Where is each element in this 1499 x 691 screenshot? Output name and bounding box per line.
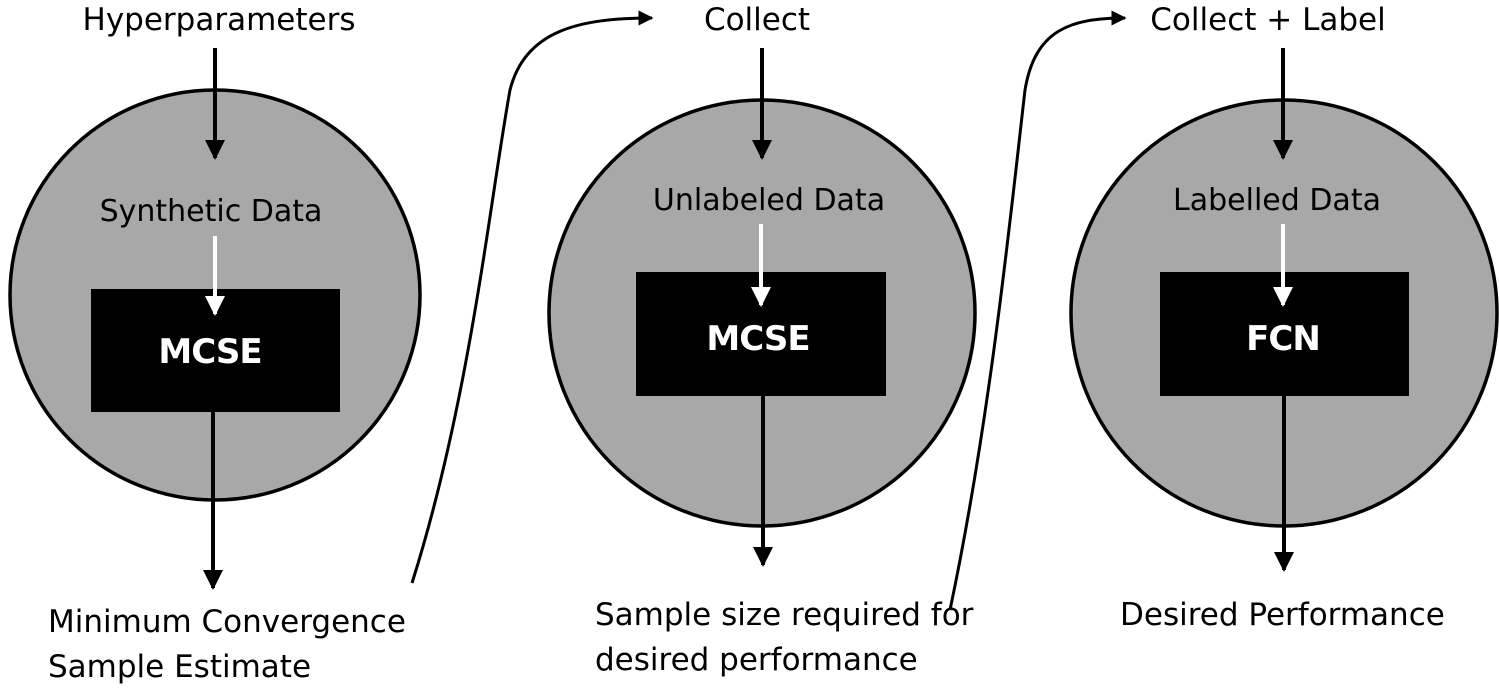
stage-2: Collect Unlabeled Data MCSE Sample size … bbox=[547, 2, 977, 678]
stage-3-output-line-1: Desired Performance bbox=[1120, 597, 1445, 633]
stage-1-output-line-2: Sample Estimate bbox=[48, 649, 311, 685]
stage-3-top-label: Collect + Label bbox=[1150, 2, 1385, 38]
connector-arrow-1 bbox=[410, 10, 654, 584]
stage-2-data-label: Unlabeled Data bbox=[653, 183, 885, 218]
stage-3-data-label: Labelled Data bbox=[1173, 183, 1381, 218]
stage-3-model-label: FCN bbox=[1246, 319, 1320, 359]
connector-arrow-2 bbox=[948, 10, 1127, 611]
stage-1-model-label: MCSE bbox=[158, 332, 261, 372]
stage-3: Collect + Label Labelled Data FCN Desire… bbox=[1069, 2, 1499, 633]
stage-2-model-label: MCSE bbox=[706, 319, 809, 359]
stage-2-output-line-1: Sample size required for bbox=[595, 597, 974, 633]
stage-1-data-label: Synthetic Data bbox=[100, 194, 323, 229]
stage-2-top-label: Collect bbox=[704, 2, 810, 38]
stage-2-output-line-2: desired performance bbox=[595, 642, 918, 678]
stage-1-top-label: Hyperparameters bbox=[83, 2, 356, 38]
stage-1: Hyperparameters Synthetic Data MCSE Mini… bbox=[8, 2, 422, 685]
stage-1-output-line-1: Minimum Convergence bbox=[48, 604, 406, 640]
